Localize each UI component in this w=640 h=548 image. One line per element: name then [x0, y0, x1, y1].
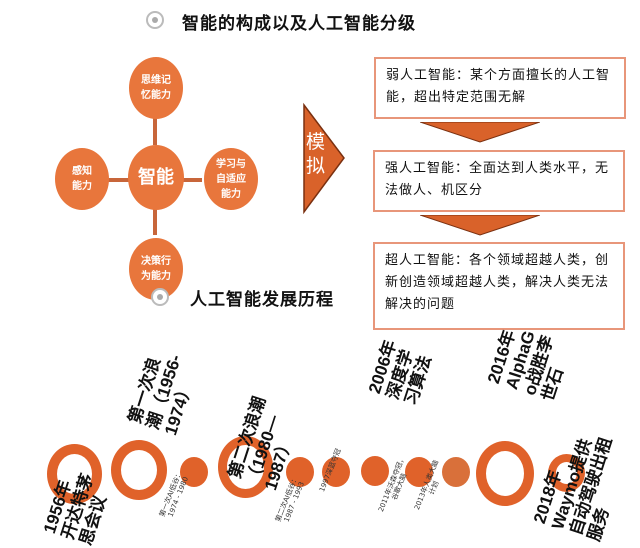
- milestone-ring: [47, 444, 102, 504]
- connector: [180, 178, 202, 182]
- milestone-dot: [405, 457, 433, 487]
- milestone-ring: [476, 441, 534, 506]
- node-thinking-memory: 思维记 忆能力: [129, 57, 183, 119]
- section-title: 人工智能发展历程: [190, 290, 334, 310]
- chevron-down-icon: [420, 122, 540, 143]
- section-bullet-icon: [146, 11, 164, 29]
- milestone-ring: [218, 436, 273, 498]
- node-intelligence: 智能: [128, 145, 184, 210]
- milestone-dot: [286, 457, 314, 487]
- level-strong-ai: 强人工智能：全面达到人类水平，无法做人、机区分: [373, 150, 625, 212]
- chevron-down-icon: [420, 215, 540, 236]
- connector: [153, 205, 157, 235]
- node-perception: 感知 能力: [55, 148, 109, 210]
- milestone-dot: [322, 457, 350, 487]
- connector: [108, 178, 130, 182]
- level-super-ai: 超人工智能：各个领域超越人类，创新创造领域超越人类，解决人类无法解决的问题: [373, 242, 625, 330]
- level-weak-ai: 弱人工智能：某个方面擅长的人工智能，超出特定范围无解: [374, 57, 626, 119]
- milestone-label: 2018年 Waymo提供 自动驾驶出租 服务: [530, 434, 616, 544]
- milestone-label: 第一次浪 潮（1956- 1974）: [125, 352, 197, 438]
- node-learning: 学习与 自适应 能力: [204, 148, 258, 210]
- milestone-label: 2016年 AlphaG o战胜李 世石: [484, 327, 567, 404]
- milestone-dot: [442, 457, 470, 487]
- milestone-ring: [111, 440, 167, 500]
- section-title: 智能的构成以及人工智能分级: [182, 14, 416, 34]
- milestone-dot: [180, 457, 208, 487]
- node-decision: 决策行 为能力: [129, 238, 183, 300]
- connector: [153, 110, 157, 145]
- milestone-ring: [548, 454, 585, 492]
- milestone-label: 2006年 深度学 习算法: [365, 337, 435, 408]
- simulate-label: 模 拟: [306, 131, 326, 177]
- milestone-dot: [361, 456, 389, 486]
- section-bullet-icon: [151, 288, 169, 306]
- simulate-arrow: [303, 102, 345, 215]
